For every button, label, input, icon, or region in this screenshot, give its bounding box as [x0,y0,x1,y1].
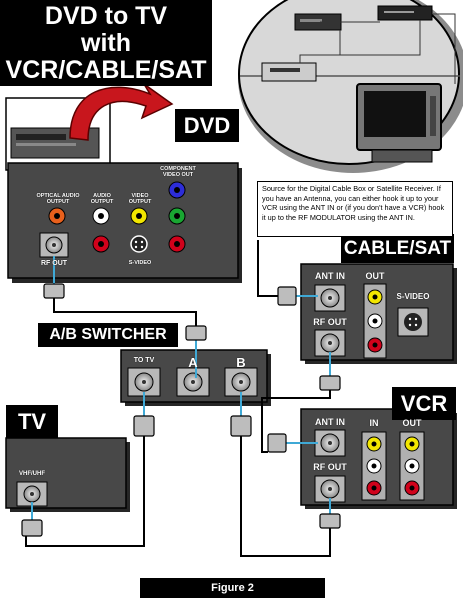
coax-plug [267,433,287,453]
cables [25,240,331,557]
dvd-rear-panel [7,162,242,283]
tv-vhf-uhf-label: VHF/UHF [19,471,45,477]
cable-svideo-label: S-VIDEO [396,292,430,301]
switcher-a-label: A [188,355,198,370]
title-line-1: DVD to TV [44,1,168,30]
inset-tv [356,83,442,163]
dvd-video-label: VIDEO OUTPUT [128,193,152,205]
cable-cable-rf-to-switcher-b-tv-side [261,390,331,453]
cable-source-to-cable-ant-in [257,240,278,297]
cable-rf-out-label: RF OUT [313,317,347,327]
coax-plug [230,415,252,437]
cable-ant-in-label: ANT IN [315,271,345,281]
cable-switcher-b-to-vcr-rf [240,436,331,557]
room-inset [238,0,463,173]
dvd-optical-label: OPTICAL AUDIO OUTPUT [36,193,80,205]
switcher-b-label: B [236,355,246,370]
tv-label: TV [6,405,58,438]
source-note: Source for the Digital Cable Box or Sate… [257,181,453,237]
dvd-svideo-label: S-VIDEO [128,260,152,266]
coax-plug [185,325,207,341]
dvd-rf-out-label: RF OUT [40,260,68,267]
vcr-rf-out-label: RF OUT [313,462,347,472]
ab-switcher-label: A/B SWITCHER [38,323,178,347]
figure-caption: Figure 2 [140,578,325,598]
cable-dvd-to-switcher-a [53,298,197,326]
coax-plug [133,415,155,437]
cable-out-label: OUT [365,271,385,281]
vcr-ant-in-label: ANT IN [315,417,345,427]
diagram-title: DVD to TV with VCR/CABLE/SAT [0,0,212,86]
red-curved-arrow [69,83,174,141]
cable-sat-rear-panel [300,263,457,364]
vcr-out-label: OUT [402,418,422,428]
switcher-to-tv-label: TO TV [133,357,155,364]
dvd-svideo-jack [130,235,148,253]
tv-rear-panel [5,437,130,512]
dvd-label: DVD [175,109,239,142]
coax-plug [319,513,341,529]
coax-plug [319,375,341,391]
dvd-component-label: COMPONENT VIDEO OUT [160,166,196,178]
dvd-audio-label: AUDIO OUTPUT [90,193,114,205]
coax-connectors [21,283,341,537]
ab-switcher-panel [120,349,271,406]
vcr-rear-panel [300,408,457,509]
coax-plug [43,283,65,299]
jack-links [31,256,331,520]
coax-plug [277,286,297,306]
title-line-3: VCR/CABLE/SAT [5,55,207,84]
vcr-label: VCR [392,387,456,420]
vcr-in-label: IN [369,418,379,428]
cable-switcher-to-tv-to-tv [25,436,145,547]
title-line-2: with [81,28,131,57]
inset-cable-box [377,5,433,21]
coax-plug [21,519,43,537]
inset-vcr [261,62,317,82]
cable-sat-label: CABLE/SAT [341,234,454,263]
